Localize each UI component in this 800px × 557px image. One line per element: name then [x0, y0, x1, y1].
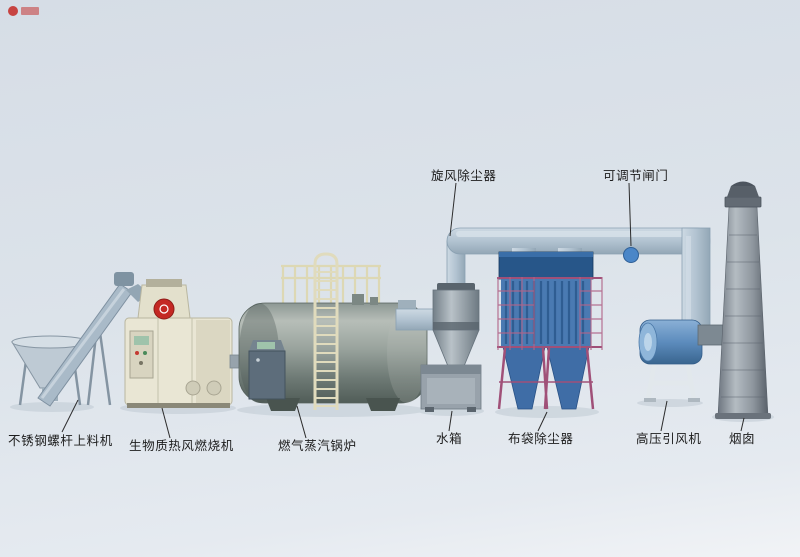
leader-water-tank	[448, 410, 453, 432]
watermark-dot	[8, 6, 18, 16]
chimney-segment-rings	[721, 234, 765, 398]
label-water-tank: 水箱	[436, 410, 462, 446]
fan-stand-legs	[645, 357, 697, 402]
feeder-support-legs	[18, 317, 112, 406]
boiler-top-nozzle	[370, 297, 378, 305]
flue-ductwork	[395, 227, 711, 331]
label-gate: 可调节闸门	[603, 168, 669, 247]
boiler-ladder	[313, 252, 339, 410]
boiler-safety-valve	[352, 294, 364, 305]
label-cyclone: 旋风除尘器	[431, 168, 497, 237]
ladder-rails	[313, 264, 339, 410]
leader-cyclone	[449, 182, 457, 237]
bag-header-highlight	[499, 252, 593, 257]
railing-posts	[281, 266, 381, 304]
leader-bag-filter	[537, 411, 548, 432]
cyclone-band	[433, 322, 479, 330]
burner-panel-button-green	[143, 351, 147, 355]
label-water-tank-text: 水箱	[436, 431, 462, 446]
chimney-cap-taper	[727, 186, 759, 197]
label-fan: 高压引风机	[636, 400, 702, 446]
screw-tube-highlight	[40, 288, 126, 399]
biomass-burner	[124, 279, 251, 408]
label-chimney-text: 烟囱	[729, 432, 755, 446]
fan-foot-left	[644, 398, 656, 402]
boiler-top-railing	[281, 264, 381, 304]
control-cabinet	[248, 340, 286, 400]
fan-inlet-center	[644, 333, 652, 351]
bag-hopper-right	[546, 346, 590, 410]
bag-hopper-left	[502, 346, 546, 410]
tank-top-band	[421, 365, 481, 374]
cabinet-indicator	[256, 358, 260, 362]
hopper-legs	[497, 347, 595, 410]
lattice-frame-right	[579, 277, 603, 350]
burner-air-port-right	[206, 380, 222, 396]
cyclone-separator	[432, 283, 480, 377]
ladder-top-arch	[313, 252, 339, 265]
label-chimney: 烟囱	[729, 417, 755, 446]
label-bag-filter: 布袋除尘器	[508, 411, 574, 446]
chimney-cap-dome	[731, 181, 755, 186]
bag-filter-body	[501, 279, 591, 346]
fan-foot-right	[688, 398, 700, 402]
label-gate-text: 可调节闸门	[603, 168, 669, 183]
ladder-rungs	[316, 271, 336, 407]
induced-draft-fan	[638, 319, 703, 402]
label-burner: 生物质热风燃烧机	[129, 407, 234, 453]
label-feeder-text: 不锈钢螺杆上料机	[8, 433, 113, 448]
tank-front-panel	[427, 378, 475, 404]
watermark-logo	[8, 6, 39, 16]
burner-base	[127, 403, 230, 408]
burner-panel-screen	[134, 336, 149, 345]
watermark-bar	[21, 7, 39, 15]
down-duct-highlight	[686, 236, 691, 324]
leader-fan	[660, 400, 668, 432]
duct-highlight	[456, 231, 692, 237]
cabinet-screen	[257, 342, 275, 349]
label-bag-filter-text: 布袋除尘器	[508, 431, 574, 446]
labels: 旋风除尘器 可调节闸门 不锈钢螺杆上料机 生物质热风燃烧机 燃气蒸汽锅炉 水箱 …	[8, 168, 755, 453]
label-boiler: 燃气蒸汽锅炉	[278, 405, 357, 453]
burner-panel-button-red	[135, 351, 139, 355]
tank-foot-left	[425, 407, 434, 412]
burner-air-port-left	[185, 380, 201, 396]
label-fan-text: 高压引风机	[636, 431, 702, 446]
chimney-collar	[724, 196, 762, 208]
label-boiler-text: 燃气蒸汽锅炉	[278, 438, 357, 453]
screw-feeder	[11, 272, 150, 407]
chimney	[697, 181, 771, 419]
leader-feeder	[61, 399, 79, 433]
label-cyclone-text: 旋风除尘器	[431, 168, 497, 183]
burner-logo-emblem	[159, 304, 169, 314]
burner-hopper-opening	[146, 279, 182, 287]
cabinet-body	[248, 350, 286, 400]
chimney-base	[715, 413, 771, 419]
label-feeder: 不锈钢螺杆上料机	[8, 399, 113, 448]
water-tank	[420, 364, 482, 412]
tank-foot-right	[467, 407, 476, 412]
burner-brand-logo	[153, 298, 175, 320]
frame-beams	[497, 277, 602, 348]
leader-burner	[161, 407, 171, 439]
chimney-stack	[717, 206, 769, 417]
label-burner-text: 生物质热风燃烧机	[129, 438, 234, 453]
bag-dust-collector	[497, 251, 603, 410]
burner-panel-knob	[139, 361, 143, 365]
adjustable-gate-valve	[623, 247, 639, 263]
boiler-saddle-right	[366, 398, 400, 411]
railing-rails	[281, 264, 381, 280]
boiler-saddle-left	[266, 398, 300, 411]
lattice-frame-left	[497, 277, 535, 350]
leader-boiler	[296, 405, 307, 439]
leader-gate	[628, 182, 632, 247]
leader-chimney	[740, 417, 745, 432]
screw-drive-motor	[114, 272, 134, 286]
